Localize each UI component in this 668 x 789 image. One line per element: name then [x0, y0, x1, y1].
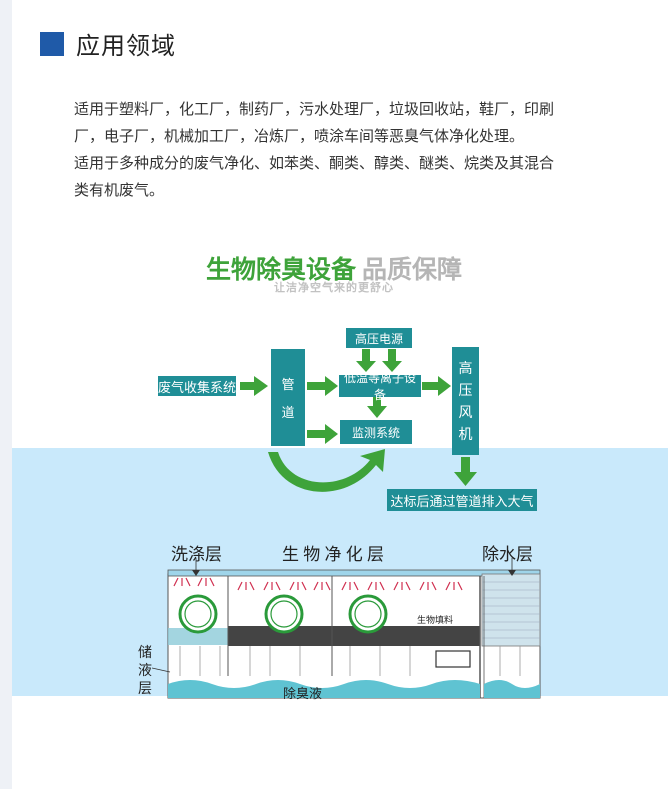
fan-label: 机 [458, 427, 473, 443]
pipe-label: 道 [281, 406, 295, 422]
description-line: 适用于塑料厂，化工厂，制药厂，污水处理厂，垃圾回收站，鞋厂，印刷 [74, 100, 555, 118]
storage-layer-label: 储 液 层 [138, 645, 152, 699]
section-marker [40, 31, 64, 56]
storage-label-char: 储 [138, 646, 152, 661]
mesh-pattern [482, 581, 540, 639]
power-box: 高压电源 [346, 328, 412, 348]
dewater-layer-label: 除水层 [482, 545, 533, 564]
arrow-down-icon [367, 397, 387, 418]
ion-box: 低温等离子设备 [339, 371, 421, 402]
curved-arrow-icon [268, 449, 385, 492]
fan-label: 高 [458, 361, 473, 377]
description-line: 适用于多种成分的废气净化、如苯类、酮类、醇类、醚类、烷类及其混合 [74, 154, 555, 172]
arrow-down-icon [382, 349, 402, 372]
nozzle-inner-rings [184, 600, 382, 628]
arrow-right-icon [422, 376, 451, 396]
fan-box: 高 压 风 机 [452, 347, 479, 455]
support-columns [179, 646, 521, 676]
spray-nozzles [173, 577, 463, 591]
discharge-box: 达标后通过管道排入大气 [387, 489, 537, 511]
left-rail [0, 0, 12, 789]
pipe-label: 管 [281, 377, 295, 393]
pointer-heads [192, 570, 516, 576]
diagram-title-main: 生物除臭设备 [205, 255, 356, 284]
section-title: 应用领域 [76, 32, 176, 60]
flow-arrows [240, 349, 477, 492]
description-line: 类有机废气。 [74, 181, 165, 199]
monitor-box: 监测系统 [340, 420, 412, 444]
arrow-right-icon [240, 376, 268, 396]
diagram-title: 生物除臭设备品质保障 [0, 250, 668, 286]
section-header: 应用领域 [40, 26, 176, 61]
arrow-right-icon [307, 424, 338, 444]
pipe-box: 管 道 [271, 349, 305, 446]
arrow-down-icon [356, 349, 376, 372]
bio-layer-label: 生 物 净 化 层 [282, 545, 384, 564]
storage-label-char: 液 [138, 664, 152, 679]
wash-layer-label: 洗涤层 [171, 545, 222, 564]
arrow-down-icon [454, 457, 477, 486]
storage-label-char: 层 [138, 682, 152, 697]
fan-label: 压 [458, 383, 473, 399]
liquid-label: 除臭液 [283, 687, 323, 702]
purification-tank [151, 558, 541, 699]
filler-label: 生物填料 [417, 616, 454, 626]
collection-box: 废气收集系统 [158, 376, 236, 396]
fan-label: 风 [458, 405, 473, 421]
diagram-subtitle: 让洁净空气来的更舒心 [274, 281, 394, 294]
diagram-title-secondary: 品质保障 [362, 255, 463, 284]
arrow-right-icon [307, 376, 338, 396]
description: 适用于塑料厂，化工厂，制药厂，污水处理厂，垃圾回收站，鞋厂，印刷 厂，电子厂，机… [74, 96, 584, 204]
description-line: 厂，电子厂，机械加工厂，冶炼厂，喷涂车间等恶臭气体净化处理。 [74, 127, 525, 145]
